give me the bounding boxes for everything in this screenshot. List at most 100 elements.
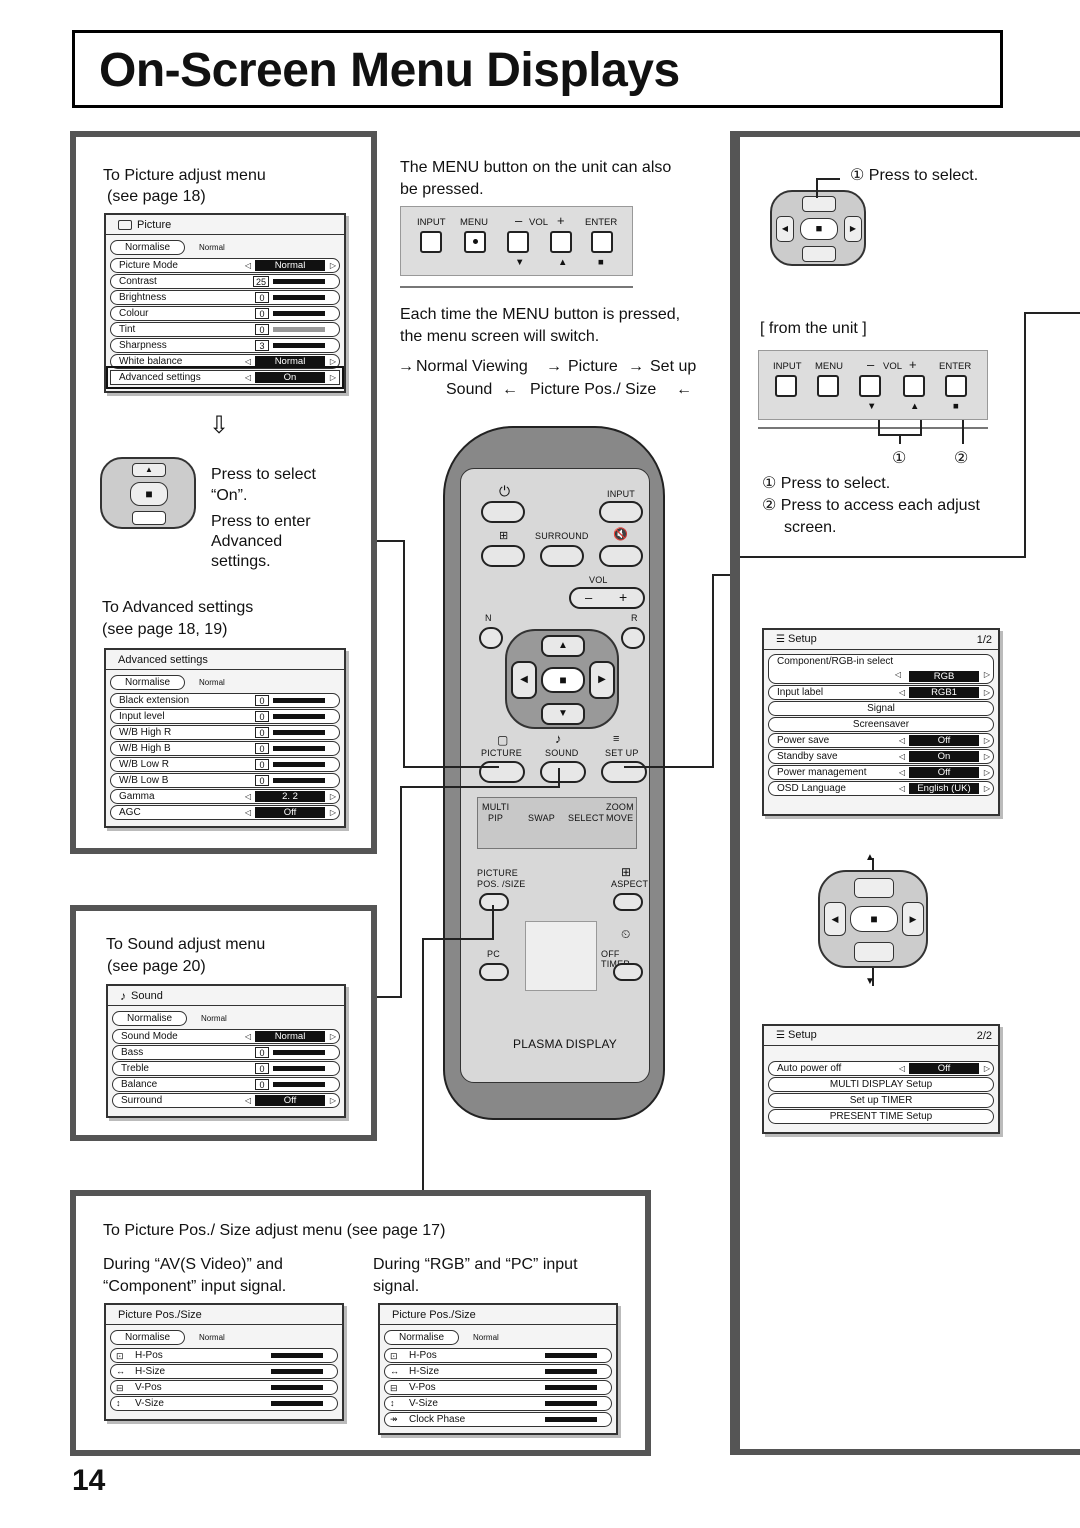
input-button[interactable]	[599, 501, 643, 523]
up-key[interactable]	[854, 878, 894, 898]
action-key[interactable]: ■	[800, 218, 838, 240]
up-key[interactable]: ▲	[132, 463, 166, 477]
surround-button[interactable]	[540, 545, 584, 567]
up-button[interactable]: ▲	[541, 635, 585, 657]
remote-surround-label: SURROUND	[535, 531, 589, 541]
v-pos-row[interactable]: V-Pos⊟	[384, 1380, 612, 1395]
setup-timer-row[interactable]: Set up TIMER	[768, 1093, 994, 1108]
signal-row[interactable]: Signal	[768, 701, 994, 716]
left-arrow-icon: ◁	[244, 261, 251, 270]
pos-size-button[interactable]	[479, 893, 509, 911]
recall-button[interactable]	[481, 545, 525, 567]
osd-language-row[interactable]: OSD Language◁English (UK)▷	[768, 781, 994, 796]
off-timer-button[interactable]	[613, 963, 643, 981]
h-size-row[interactable]: H-Size↔	[110, 1364, 338, 1379]
from-unit-label: [ from the unit ]	[760, 320, 867, 337]
normalise-button[interactable]: Normalise	[110, 1329, 186, 1345]
standby-save-row[interactable]: Standby save◁On▷	[768, 749, 994, 764]
h-pos-row[interactable]: H-Pos⊡	[110, 1348, 338, 1363]
r-button[interactable]	[621, 627, 645, 649]
white-balance-row[interactable]: White balance◁Normal▷	[110, 354, 340, 369]
aspect-button[interactable]	[613, 893, 643, 911]
sound-button[interactable]	[540, 761, 586, 783]
multi-display-setup-row[interactable]: MULTI DISPLAY Setup	[768, 1077, 994, 1092]
vol-down-key[interactable]	[859, 375, 881, 397]
advanced-settings-row[interactable]: Advanced settings◁On▷	[106, 366, 344, 389]
input-key[interactable]	[775, 375, 797, 397]
left-key[interactable]: ◀	[824, 902, 846, 936]
cycle-arrow-icon: ←	[502, 381, 518, 398]
volume-rocker[interactable]: –+	[569, 587, 645, 609]
screensaver-row[interactable]: Screensaver	[768, 717, 994, 732]
menu-key[interactable]	[817, 375, 839, 397]
menu-key[interactable]	[464, 231, 486, 253]
v-size-row[interactable]: V-Size↕	[384, 1396, 612, 1411]
normalise-button[interactable]: Normalise	[110, 674, 186, 690]
mute-button[interactable]	[599, 545, 643, 567]
sound-mode-row[interactable]: Sound Mode◁Normal▷	[112, 1029, 340, 1044]
v-size-row[interactable]: V-Size↕	[110, 1396, 338, 1411]
picture-mode-row[interactable]: Picture Mode◁Normal▷	[110, 258, 340, 273]
normalise-button[interactable]: Normalise	[384, 1329, 460, 1345]
down-button[interactable]: ▼	[541, 703, 585, 725]
down-key[interactable]	[132, 511, 166, 525]
pc-button[interactable]	[479, 963, 509, 981]
input-label-row[interactable]: Input label◁RGB1▷	[768, 685, 994, 700]
power-management-row[interactable]: Power management◁Off▷	[768, 765, 994, 780]
vol-up-key[interactable]	[550, 231, 572, 253]
v-pos-row[interactable]: V-Pos⊟	[110, 1380, 338, 1395]
enter-key[interactable]	[945, 375, 967, 397]
power-save-row[interactable]: Power save◁Off▷	[768, 733, 994, 748]
right-key[interactable]: ▶	[902, 902, 924, 936]
clock-phase-row[interactable]: Clock Phase↠	[384, 1412, 612, 1427]
normalise-button[interactable]: Normalise	[112, 1010, 188, 1026]
down-key[interactable]	[854, 942, 894, 962]
cover-panel	[525, 921, 597, 991]
left-key[interactable]: ◀	[776, 216, 794, 242]
h-size-row[interactable]: H-Size↔	[384, 1364, 612, 1379]
sound-panel: To Sound adjust menu (see page 20) ♪ Sou…	[70, 905, 377, 1141]
h-pos-row[interactable]: H-Pos⊡	[384, 1348, 612, 1363]
left-button[interactable]: ◀	[511, 661, 537, 699]
up-key[interactable]	[802, 196, 836, 212]
component-rgb-select-row[interactable]: Component/RGB-in select ◁ RGB ▷	[768, 654, 994, 684]
gamma-row[interactable]: Gamma◁2. 2▷	[110, 789, 340, 804]
enter-key[interactable]	[591, 231, 613, 253]
row-label: H-Pos	[409, 1350, 437, 1361]
action-button[interactable]: ■	[541, 667, 585, 693]
vol-down-key[interactable]	[507, 231, 529, 253]
action-key[interactable]: ■	[130, 482, 168, 506]
setup-button[interactable]	[601, 761, 647, 783]
auto-power-off-row[interactable]: Auto power off◁Off▷	[768, 1061, 994, 1076]
down-key[interactable]	[802, 246, 836, 262]
input-key[interactable]	[420, 231, 442, 253]
power-button[interactable]	[481, 501, 525, 523]
cycle-normal: Normal Viewing	[416, 358, 528, 375]
picture-button[interactable]	[479, 761, 525, 783]
n-button[interactable]	[479, 627, 503, 649]
normalise-button[interactable]: Normalise	[110, 239, 186, 255]
present-time-setup-row[interactable]: PRESENT TIME Setup	[768, 1109, 994, 1124]
action-key[interactable]: ■	[850, 906, 898, 932]
pos-size-panel: To Picture Pos./ Size adjust menu (see p…	[70, 1190, 651, 1456]
right-button[interactable]: ▶	[589, 661, 615, 699]
surround-row[interactable]: Surround◁Off▷	[112, 1093, 340, 1108]
right-key[interactable]: ▶	[844, 216, 862, 242]
agc-row[interactable]: AGC◁Off▷	[110, 805, 340, 820]
enter-key-label: ENTER	[585, 217, 618, 228]
vol-up-key[interactable]	[903, 375, 925, 397]
